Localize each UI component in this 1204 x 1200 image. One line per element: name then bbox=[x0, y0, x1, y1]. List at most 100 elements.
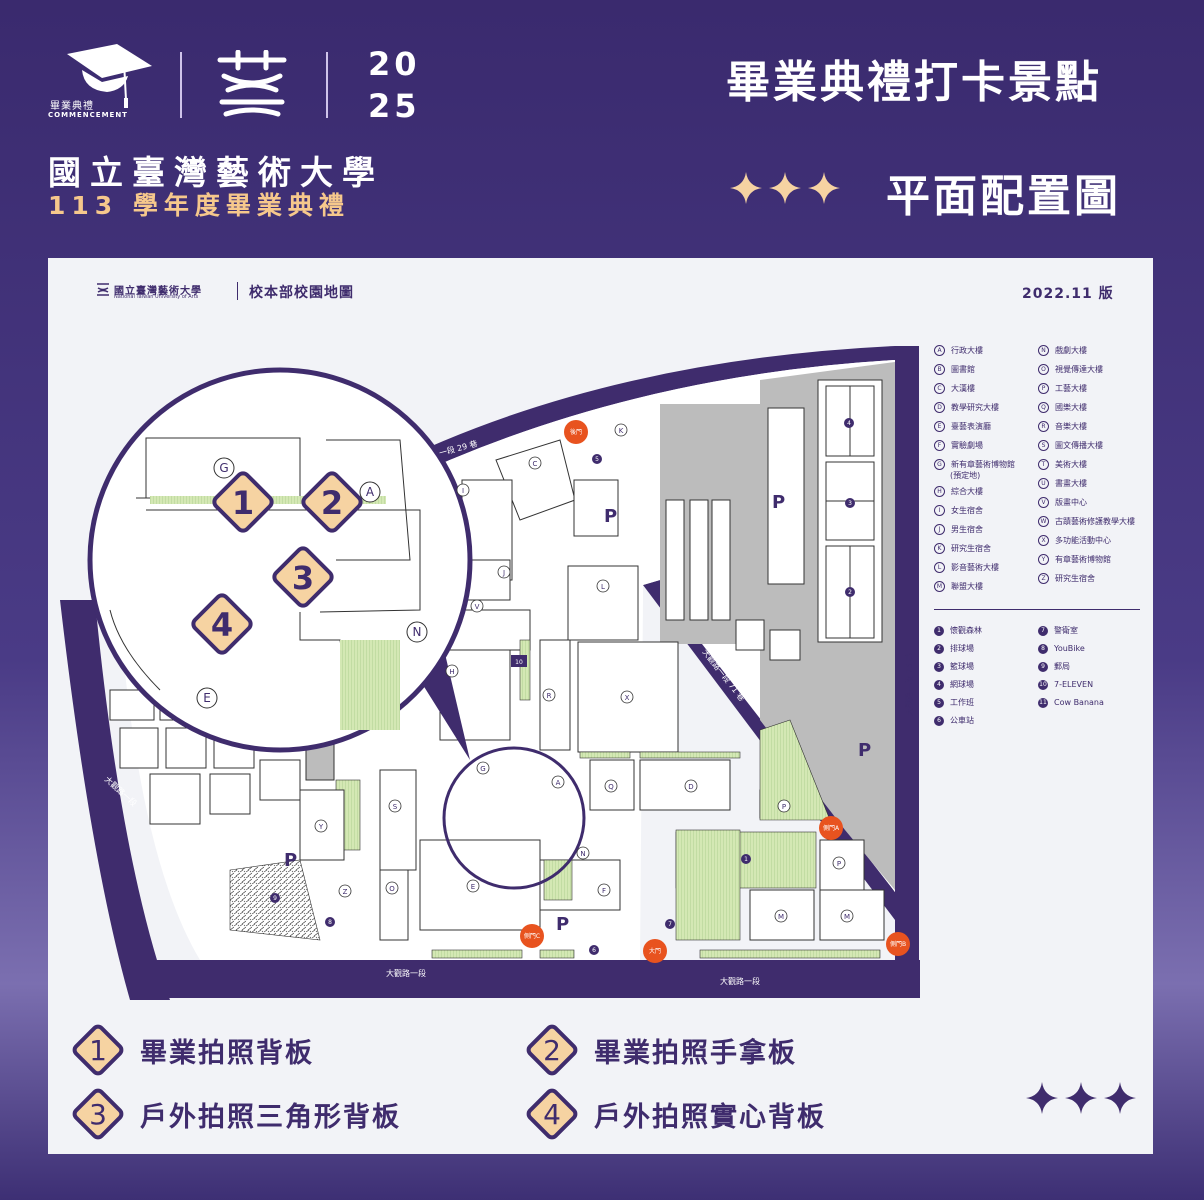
svg-text:O: O bbox=[389, 885, 395, 893]
svg-text:5: 5 bbox=[595, 456, 599, 463]
gate-side-c-label: 側門C bbox=[524, 932, 540, 940]
svg-text:2: 2 bbox=[321, 484, 343, 522]
svg-text:X: X bbox=[625, 694, 630, 702]
road-right bbox=[895, 346, 919, 998]
svg-text:10: 10 bbox=[515, 659, 523, 666]
map-title: 校本部校園地圖 bbox=[249, 285, 354, 301]
gate-back-label: 後門 bbox=[570, 428, 582, 436]
gates[interactable] bbox=[520, 420, 910, 963]
graduation-cap-icon bbox=[67, 44, 152, 108]
diamond-icon: 4 bbox=[526, 1088, 578, 1140]
sparkle-icon-bottom bbox=[1026, 1082, 1136, 1114]
spot-item-3: 3 戶外拍照三角形背板 bbox=[70, 1086, 401, 1142]
svg-text:9: 9 bbox=[273, 895, 277, 902]
badge-zh: 畢業典禮 bbox=[50, 101, 94, 112]
svg-text:E: E bbox=[203, 691, 211, 705]
svg-text:H: H bbox=[449, 668, 454, 676]
svg-text:P: P bbox=[858, 740, 871, 761]
road-label-lane75: 大觀路一段 75 巷 bbox=[904, 653, 914, 716]
svg-text:Q: Q bbox=[608, 783, 614, 791]
svg-text:N: N bbox=[413, 625, 422, 639]
page-title: 畢業典禮打卡景點 bbox=[726, 57, 1102, 108]
spot-item-2: 2 畢業拍照手拿板 bbox=[524, 1022, 797, 1078]
map-university-zh: 國立臺灣藝術大學 bbox=[114, 286, 202, 297]
svg-text:2: 2 bbox=[848, 589, 852, 596]
svg-text:C: C bbox=[533, 460, 538, 468]
legend-separator bbox=[934, 609, 1140, 610]
svg-text:P: P bbox=[772, 492, 785, 513]
svg-text:P: P bbox=[284, 850, 297, 871]
road-top bbox=[380, 346, 895, 486]
spot-item-1: 1 畢業拍照背板 bbox=[70, 1022, 314, 1078]
svg-text:J: J bbox=[502, 569, 505, 577]
spot-label-2: 畢業拍照手拿板 bbox=[594, 1037, 797, 1069]
svg-text:M: M bbox=[778, 913, 784, 921]
svg-text:N: N bbox=[580, 850, 585, 858]
map-facility-markers[interactable] bbox=[270, 418, 855, 955]
arts-logo-icon bbox=[217, 50, 287, 117]
spot-label-3: 戶外拍照三角形背板 bbox=[140, 1101, 401, 1133]
diamond-icon: 3 bbox=[72, 1088, 124, 1140]
svg-text:4: 4 bbox=[211, 606, 233, 644]
spot-markers[interactable]: 1 2 3 4 bbox=[191, 471, 363, 655]
road-bottom bbox=[130, 960, 920, 998]
svg-text:1: 1 bbox=[232, 484, 254, 522]
ceremony-name: 113 學年度畢業典禮 bbox=[48, 191, 350, 220]
svg-text:K: K bbox=[619, 427, 624, 435]
spot-label-1: 畢業拍照背板 bbox=[140, 1037, 314, 1069]
svg-text:1: 1 bbox=[744, 856, 748, 863]
svg-text:3: 3 bbox=[292, 559, 314, 597]
svg-text:2: 2 bbox=[543, 1034, 561, 1067]
diamond-icon: 1 bbox=[72, 1024, 124, 1076]
svg-text:P: P bbox=[556, 914, 569, 935]
zoom-circle bbox=[87, 367, 473, 753]
sparkle-icon bbox=[730, 172, 840, 204]
year-bottom: 25 bbox=[368, 87, 421, 125]
parking-markers: P P P P P bbox=[284, 492, 871, 935]
map-university-en: National Taiwan University of Arts bbox=[114, 294, 199, 300]
svg-text:3: 3 bbox=[89, 1098, 107, 1131]
svg-text:I: I bbox=[462, 487, 464, 495]
svg-text:R: R bbox=[547, 692, 552, 700]
svg-text:3: 3 bbox=[848, 500, 852, 507]
svg-text:M: M bbox=[844, 913, 850, 921]
road-label-bottom-left: 大觀路一段 bbox=[386, 968, 426, 978]
svg-text:1: 1 bbox=[89, 1034, 107, 1067]
building-east-long[interactable] bbox=[767, 407, 805, 585]
svg-text:D: D bbox=[688, 783, 693, 791]
university-logo-icon bbox=[97, 283, 109, 296]
svg-text:S: S bbox=[393, 803, 398, 811]
svg-text:8: 8 bbox=[328, 919, 332, 926]
road-left bbox=[60, 600, 170, 1000]
gate-main-label: 大門 bbox=[649, 947, 661, 955]
map-building-letters[interactable]: C K I J L V H R X G A Q D S N F E O Y Z P P M M bbox=[318, 427, 850, 921]
svg-text:G: G bbox=[480, 765, 485, 773]
spot-label-4: 戶外拍照實心背板 bbox=[594, 1101, 826, 1133]
badge-en: COMMENCEMENT bbox=[48, 111, 128, 119]
diamond-icon: 2 bbox=[526, 1024, 578, 1076]
header-divider-2 bbox=[326, 52, 328, 118]
svg-text:Y: Y bbox=[318, 823, 324, 831]
svg-text:A: A bbox=[366, 485, 375, 499]
svg-text:4: 4 bbox=[847, 420, 851, 427]
gate-side-b-label: 側門B bbox=[890, 940, 906, 948]
map-edition: 2022.11 版 bbox=[1022, 286, 1114, 302]
svg-text:P: P bbox=[837, 860, 841, 868]
svg-text:E: E bbox=[471, 883, 475, 891]
road-label-bottom-right: 大觀路一段 bbox=[720, 976, 760, 986]
gate-side-a-label: 側門A bbox=[823, 824, 840, 832]
zoom-source-circle bbox=[442, 746, 586, 890]
svg-text:A: A bbox=[556, 779, 561, 787]
svg-text:P: P bbox=[782, 803, 786, 811]
svg-text:P: P bbox=[604, 506, 617, 527]
school-name: 國立臺灣藝術大學 bbox=[48, 153, 384, 192]
year-top: 20 bbox=[368, 45, 421, 83]
spot-item-4: 4 戶外拍照實心背板 bbox=[524, 1086, 826, 1142]
svg-text:V: V bbox=[475, 603, 480, 611]
svg-text:L: L bbox=[601, 583, 605, 591]
svg-text:G: G bbox=[219, 461, 228, 475]
svg-text:F: F bbox=[602, 887, 606, 895]
svg-text:Z: Z bbox=[343, 888, 348, 896]
svg-text:6: 6 bbox=[592, 947, 596, 954]
